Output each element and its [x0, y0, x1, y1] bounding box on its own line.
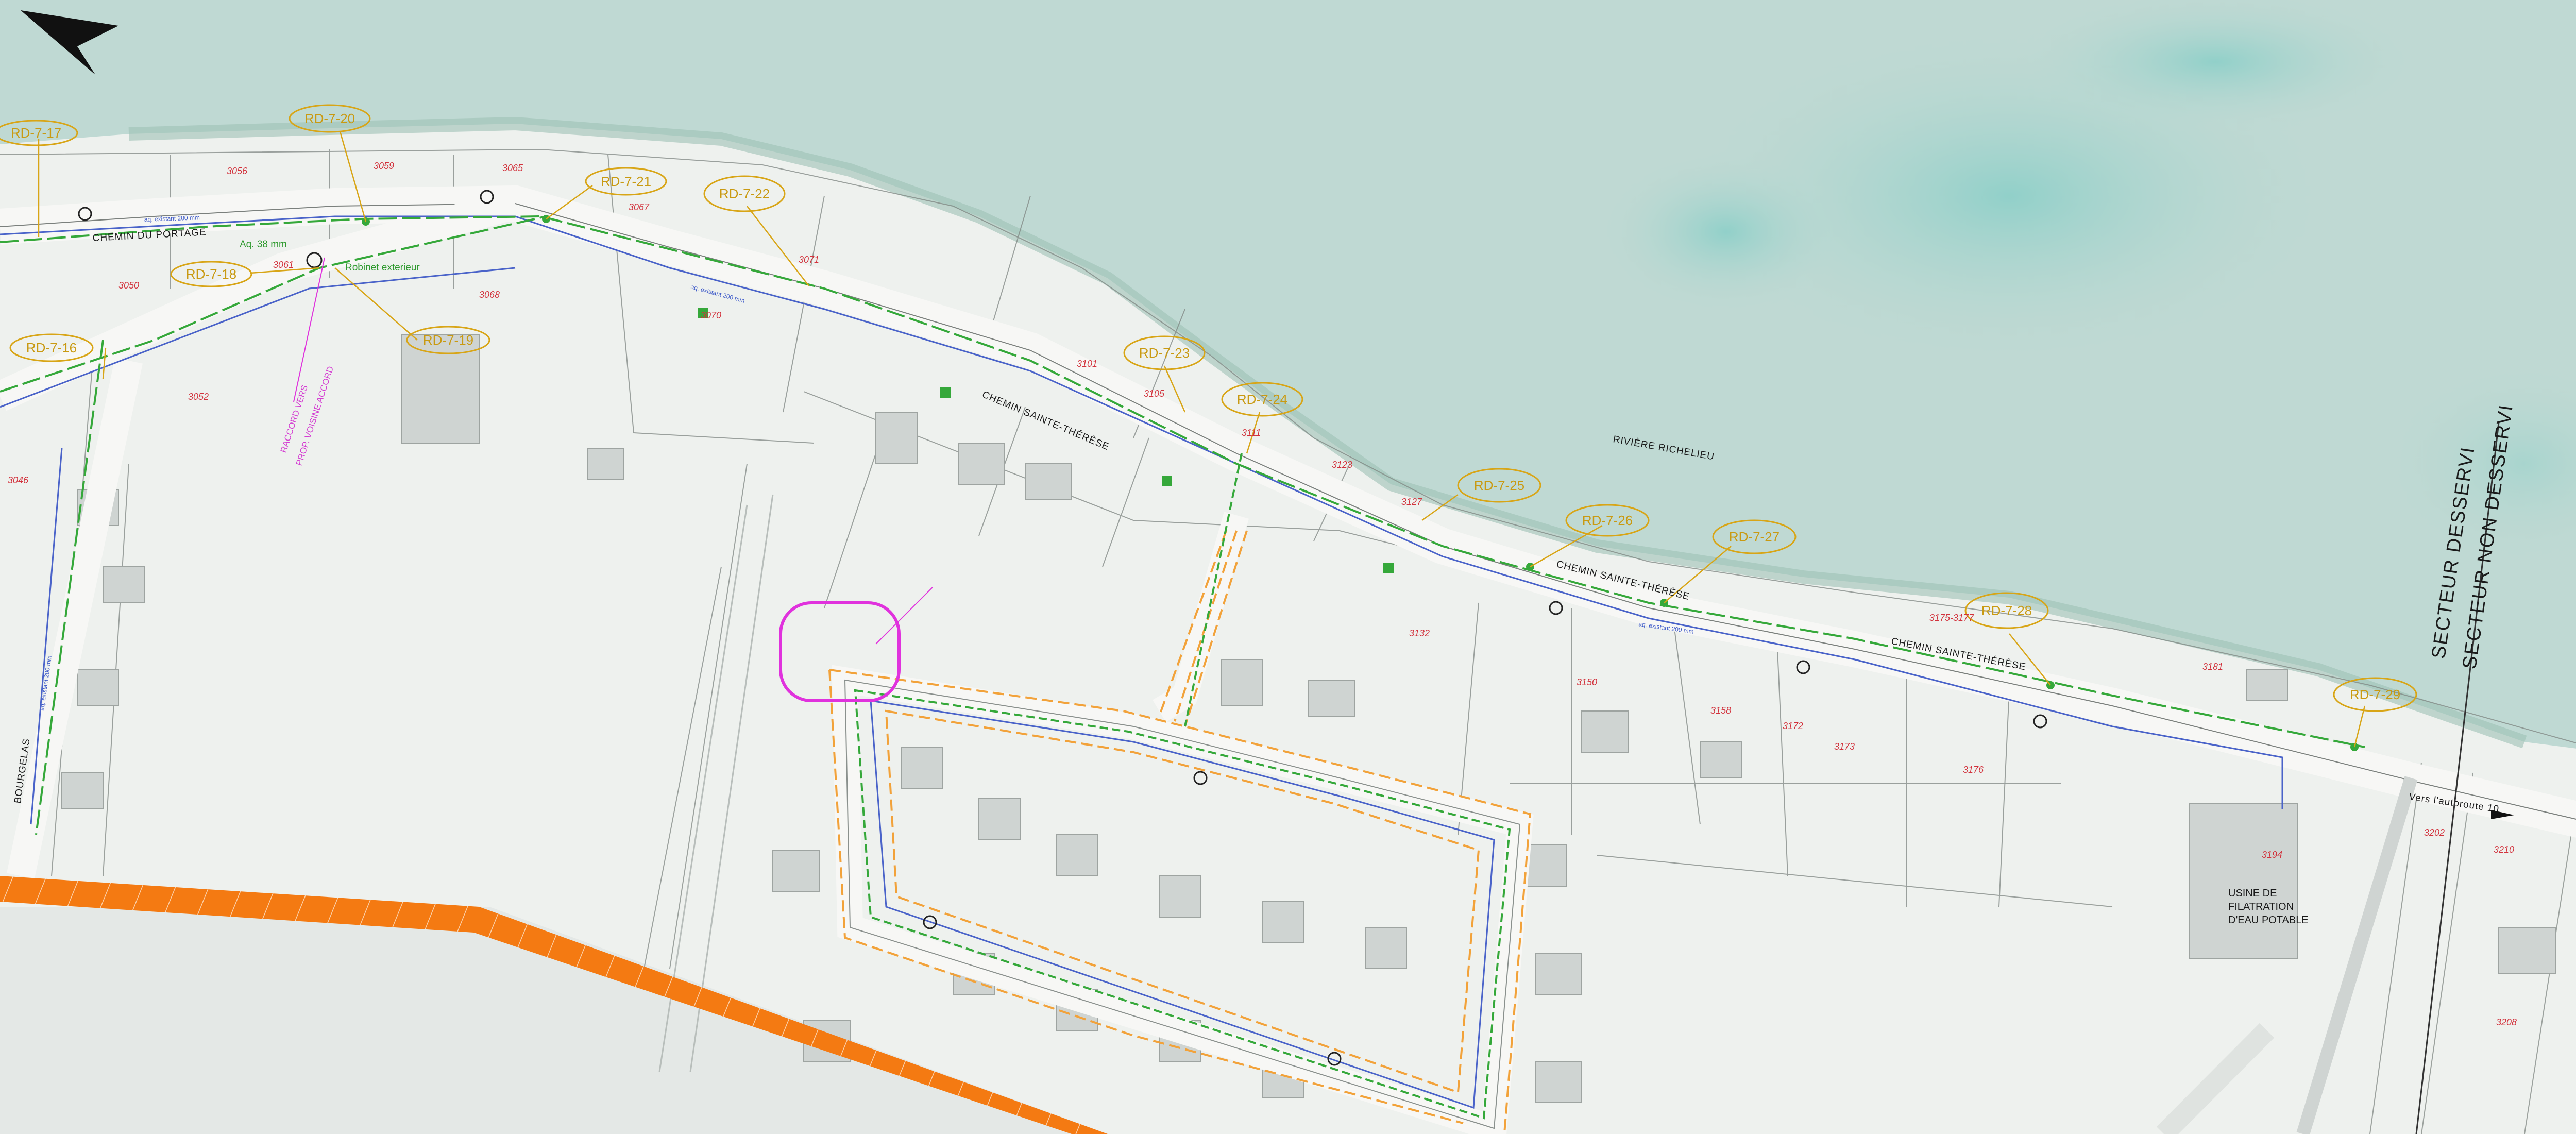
svg-text:3046: 3046: [8, 475, 29, 485]
svg-text:3070: 3070: [701, 310, 721, 320]
callout-rd-7-25[interactable]: RD-7-25: [1457, 468, 1541, 503]
water-shading: [2380, 361, 2576, 567]
highlight-zone[interactable]: [779, 601, 901, 702]
svg-text:3208: 3208: [2496, 1017, 2517, 1027]
svg-text:RD-7-17: RD-7-17: [11, 125, 61, 141]
flood-zone-band: [0, 876, 1108, 1134]
bottom-field: [0, 907, 1108, 1134]
svg-text:RD-7-23: RD-7-23: [1139, 345, 1190, 361]
callout-rd-7-21[interactable]: RD-7-21: [585, 167, 667, 196]
svg-text:3127: 3127: [1401, 497, 1422, 507]
callout-rd-7-20[interactable]: RD-7-20: [289, 104, 371, 133]
svg-text:3176: 3176: [1963, 765, 1984, 775]
water-shading: [1597, 149, 1855, 314]
callout-rd-7-26[interactable]: RD-7-26: [1565, 504, 1650, 537]
svg-text:3061: 3061: [273, 260, 294, 270]
lot-numbers: 3059 3065 3067 3061 3071 3068 3070 3056 …: [8, 161, 2517, 1027]
svg-text:3056: 3056: [227, 166, 248, 176]
svg-text:RD-7-25: RD-7-25: [1474, 478, 1524, 493]
svg-text:3150: 3150: [1577, 677, 1597, 687]
callout-rd-7-18[interactable]: RD-7-18: [170, 261, 252, 287]
sector-boundary: [2415, 422, 2500, 1134]
svg-text:3202: 3202: [2424, 827, 2445, 838]
callout-rd-7-19[interactable]: RD-7-19: [406, 326, 490, 354]
svg-text:RD-7-27: RD-7-27: [1729, 529, 1780, 545]
magenta-leader: [293, 257, 325, 402]
svg-text:3105: 3105: [1144, 388, 1165, 399]
svg-text:3172: 3172: [1783, 721, 1803, 731]
water-plant-label: USINE DE FILATRATION D'EAU POTABLE: [2228, 888, 2309, 926]
north-arrow-icon: [21, 10, 118, 75]
svg-text:D'EAU POTABLE: D'EAU POTABLE: [2228, 915, 2309, 926]
svg-text:3067: 3067: [629, 202, 650, 212]
service-pipe: [0, 215, 547, 393]
svg-text:RD-7-26: RD-7-26: [1582, 513, 1633, 528]
loop-network: [828, 453, 1532, 1134]
service-pipe: [35, 340, 104, 835]
svg-text:RD-7-29: RD-7-29: [2350, 687, 2400, 702]
svg-text:3065: 3065: [502, 163, 523, 173]
svg-text:3194: 3194: [2262, 850, 2282, 860]
callout-rd-7-29[interactable]: RD-7-29: [2333, 677, 2417, 712]
callout-rd-7-24[interactable]: RD-7-24: [1221, 382, 1303, 417]
roads: [0, 185, 2576, 1134]
note-main-1: aq. existant 200 mm: [144, 214, 200, 223]
svg-text:3059: 3059: [374, 161, 394, 171]
svg-text:RD-7-20: RD-7-20: [304, 111, 355, 126]
svg-text:3111: 3111: [1242, 428, 1261, 438]
hydrant-symbols: [78, 190, 2047, 1066]
arrow-right-icon: [2491, 810, 2514, 819]
svg-text:RD-7-24: RD-7-24: [1237, 392, 1287, 407]
svg-text:RD-7-22: RD-7-22: [719, 186, 770, 201]
svg-text:RD-7-28: RD-7-28: [1981, 603, 2032, 618]
svg-text:3050: 3050: [118, 280, 139, 291]
svg-text:RD-7-18: RD-7-18: [186, 266, 236, 282]
water-main: [30, 448, 63, 825]
svg-text:FILATRATION: FILATRATION: [2228, 901, 2294, 912]
callout-rd-7-27[interactable]: RD-7-27: [1712, 519, 1797, 554]
svg-text:3210: 3210: [2494, 844, 2514, 855]
svg-text:RD-7-16: RD-7-16: [26, 340, 77, 356]
svg-text:3101: 3101: [1077, 359, 1097, 369]
svg-text:3068: 3068: [479, 290, 500, 300]
callout-leaders: [38, 131, 2366, 748]
svg-text:RD-7-19: RD-7-19: [423, 332, 473, 348]
callout-rd-7-16[interactable]: RD-7-16: [9, 333, 94, 362]
svg-text:3181: 3181: [2202, 662, 2223, 672]
callout-rd-7-28[interactable]: RD-7-28: [1964, 592, 2049, 629]
svg-text:3175-3177: 3175-3177: [1929, 613, 1974, 623]
water-shading: [2009, 0, 2421, 134]
svg-text:USINE DE: USINE DE: [2228, 888, 2277, 899]
svg-text:3052: 3052: [188, 392, 209, 402]
callout-rd-7-22[interactable]: RD-7-22: [703, 175, 786, 212]
svg-text:3132: 3132: [1409, 628, 1430, 638]
highlight-leader: [875, 587, 933, 645]
svg-text:3071: 3071: [799, 255, 819, 265]
note-aq: Aq. 38 mm: [240, 239, 287, 250]
service-pipe: [0, 215, 2365, 748]
svg-text:3173: 3173: [1834, 741, 1855, 752]
note-robinet: Robinet exterieur: [345, 262, 420, 273]
svg-text:3123: 3123: [1332, 460, 1352, 470]
water-main: [0, 267, 516, 408]
callout-rd-7-23[interactable]: RD-7-23: [1123, 335, 1206, 370]
callout-rd-7-17[interactable]: RD-7-17: [0, 120, 78, 146]
svg-text:3158: 3158: [1710, 705, 1731, 716]
svg-text:RD-7-21: RD-7-21: [601, 174, 651, 189]
